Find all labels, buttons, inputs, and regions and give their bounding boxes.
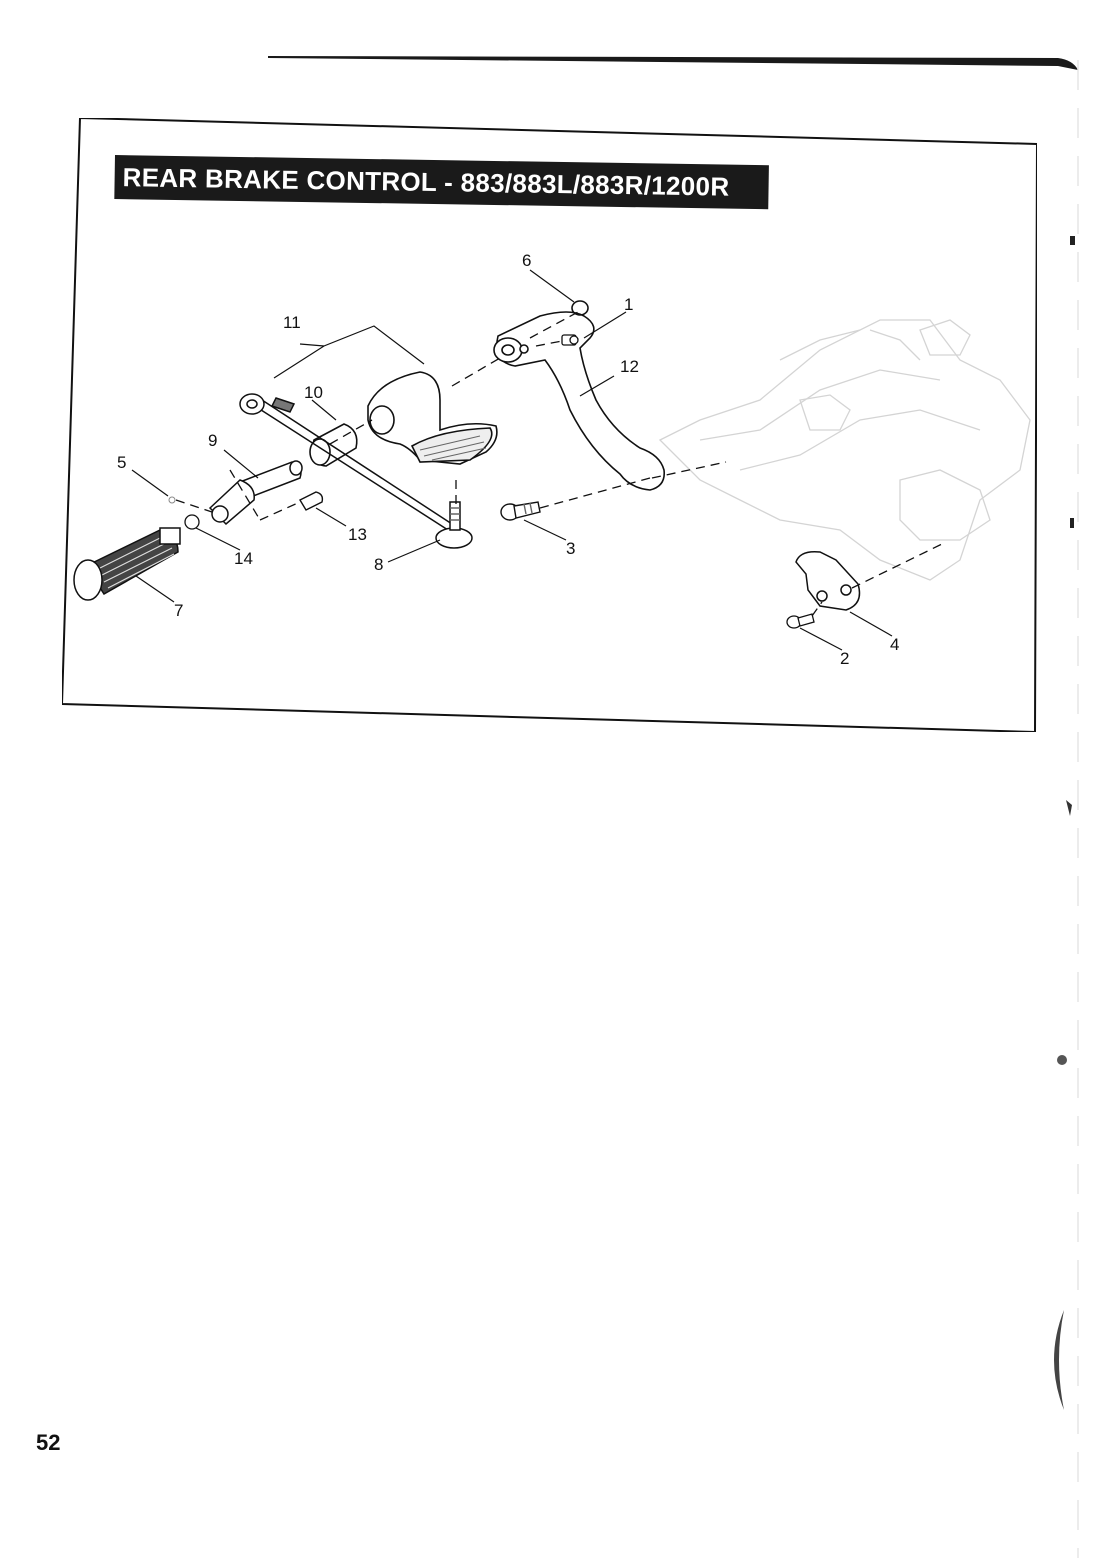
- clevis-pin-9: [208, 460, 303, 526]
- callout-3: 3: [566, 539, 576, 558]
- callout-5: 5: [117, 453, 127, 472]
- brake-pedal-arm: [493, 311, 666, 491]
- leader-lines: [131, 269, 893, 651]
- ghost-frame-outline: [658, 319, 1031, 581]
- brake-pedal-pad-11: [367, 371, 498, 465]
- callout-2: 2: [840, 649, 850, 668]
- scan-binding-edge: [1054, 60, 1079, 1558]
- brake-rod-8: [239, 393, 473, 549]
- retaining-ring-6: [571, 300, 589, 316]
- screw-2: [786, 613, 815, 629]
- callout-12: 12: [620, 357, 639, 376]
- washer-14: [184, 514, 200, 530]
- screw-3: [500, 501, 541, 521]
- callout-10: 10: [304, 383, 323, 402]
- pin-13: [299, 491, 324, 511]
- callout-13: 13: [348, 525, 367, 544]
- alignment-lines: [175, 311, 943, 617]
- callout-14: 14: [234, 549, 253, 568]
- footpeg-rubber-7: [73, 527, 181, 601]
- bracket-4: [795, 550, 861, 611]
- screw-1: [561, 334, 579, 346]
- callout-4: 4: [890, 635, 900, 654]
- callout-9: 9: [208, 431, 218, 450]
- callout-8: 8: [374, 555, 384, 574]
- top-rule: [268, 56, 1078, 70]
- callout-6: 6: [522, 251, 532, 270]
- callout-1: 1: [624, 295, 634, 314]
- callout-11: 11: [283, 313, 301, 332]
- figure-frame: [62, 118, 1037, 732]
- bushing-10: [309, 423, 358, 467]
- cotter-pin-5: [168, 496, 176, 504]
- callout-7: 7: [174, 601, 184, 620]
- page-number: 52: [36, 1430, 61, 1455]
